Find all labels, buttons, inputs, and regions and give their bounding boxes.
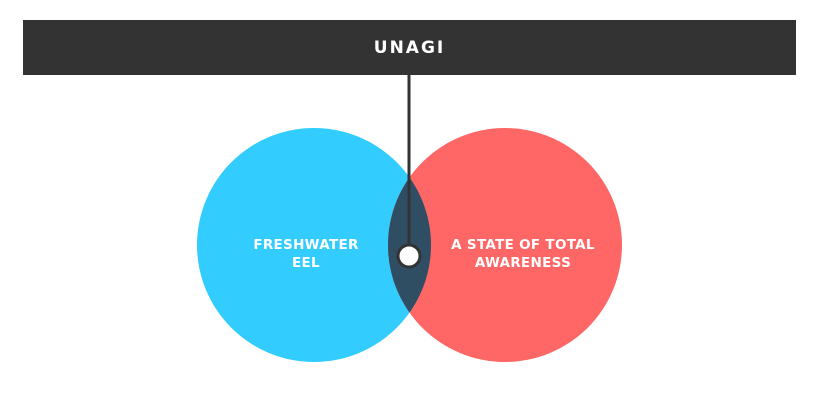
title-banner: UNAGI [23,20,796,75]
right-label-line2: AWARENESS [474,255,572,271]
right-set-label: A STATE OF TOTAL AWARENESS [438,236,608,272]
connector-marker [396,243,422,269]
title-text: UNAGI [373,37,446,58]
left-label-line1: FRESHWATER [253,237,359,253]
left-set-label: FRESHWATER EEL [236,236,376,272]
left-circle [197,128,431,362]
left-label-line2: EEL [292,255,320,271]
right-label-line1: A STATE OF TOTAL [451,237,595,253]
right-circle [388,128,622,362]
